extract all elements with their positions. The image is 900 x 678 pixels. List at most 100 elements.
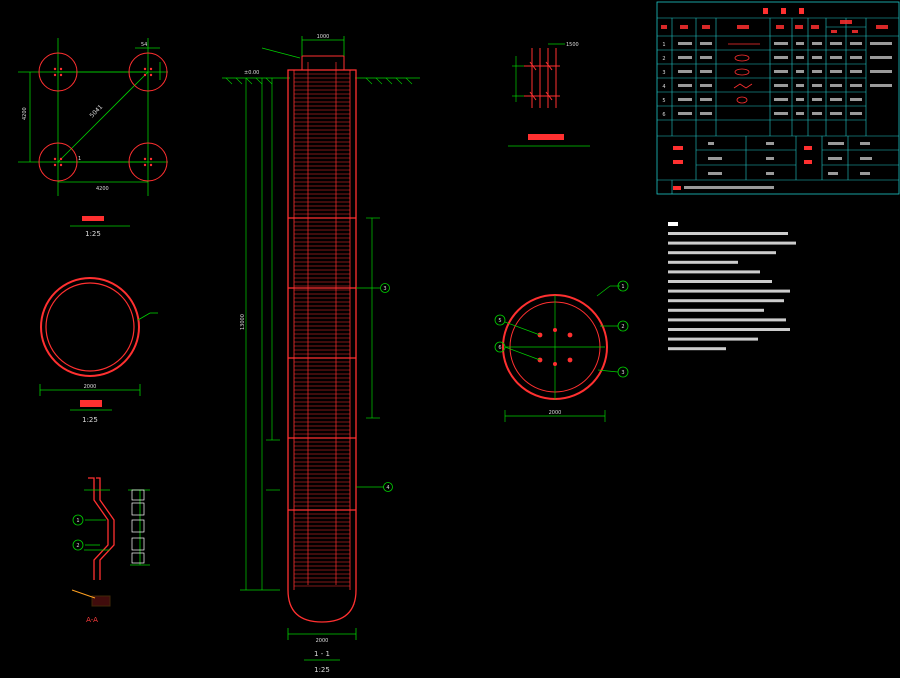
plan-scale: 1:25 [85, 230, 101, 238]
svg-text:1: 1 [621, 284, 624, 290]
ring-dim: 2000 [84, 384, 97, 390]
table-cell-text [700, 56, 712, 59]
note-line [668, 299, 784, 303]
svg-text:2: 2 [76, 543, 79, 549]
table-cell-text [700, 70, 712, 73]
table-cell-text [774, 42, 788, 45]
table-cell-text [830, 56, 842, 59]
pile-top-dim: 1000 [317, 34, 330, 40]
table-cell-text [860, 172, 870, 175]
pile-elevation: ±0.00 1000 13000 [222, 34, 420, 674]
table-cell-text [812, 98, 822, 101]
callout-elev-3 [380, 283, 390, 293]
dim-plan-height: 4200 [22, 107, 28, 120]
table-row-3: 3 [662, 70, 665, 76]
table-cell-text [678, 98, 692, 101]
table-cell-text [850, 56, 862, 59]
note-line [668, 328, 790, 331]
table-cell-text [830, 42, 842, 45]
note-line [668, 289, 790, 293]
section-aa-label: A-A [86, 616, 98, 624]
callout-sec-6 [494, 341, 506, 353]
note-line [668, 260, 738, 264]
callout-sec-5 [494, 314, 506, 326]
svg-text:5: 5 [498, 318, 501, 324]
section-aa: 1 2 A-A [71, 477, 150, 624]
table-cell-text [708, 157, 722, 160]
table-cell-text [812, 70, 822, 73]
table-cell-text [678, 112, 692, 115]
table-cell-text [766, 172, 774, 175]
table-cell-text [860, 157, 872, 160]
table-cell-text [678, 70, 692, 73]
table-cell-text [812, 84, 822, 87]
callout-aa-2 [72, 539, 84, 551]
note-line [668, 241, 796, 245]
note-line [668, 347, 726, 351]
svg-text:4: 4 [386, 485, 389, 491]
svg-text:3: 3 [383, 286, 386, 292]
table-cell-text [850, 42, 862, 45]
svg-text:1: 1 [76, 518, 79, 524]
section-1-1-scale: 1:25 [314, 666, 330, 674]
note-line [668, 318, 786, 322]
bolt-detail [91, 595, 111, 607]
circle-dim: 2000 [549, 410, 562, 416]
callout-sec-2 [617, 320, 629, 332]
table-cell-text [850, 98, 862, 101]
table-cell-text [700, 84, 712, 87]
table-cell-text [796, 70, 804, 73]
plan-title-text-block [82, 216, 104, 221]
table-cell-text [812, 56, 822, 59]
dim-one: 1 [78, 156, 81, 162]
connection-title-text-block [528, 134, 564, 140]
table-cell-text [774, 98, 788, 101]
table-cell-text [700, 42, 712, 45]
table-row-6: 6 [662, 112, 665, 118]
design-notes [668, 222, 796, 351]
table-cell-text [812, 112, 822, 115]
table-cell-text [812, 42, 822, 45]
callout-elev-4 [383, 482, 393, 492]
table-cell-text [828, 157, 842, 160]
table-cell-text [774, 56, 788, 59]
ring-scale: 1:25 [82, 416, 98, 424]
table-row-1: 1 [662, 42, 665, 48]
note-line [668, 270, 760, 274]
table-cell-text [870, 42, 892, 45]
table-cell-text [774, 70, 788, 73]
table-cell-text [766, 142, 774, 145]
table-cell-text [796, 56, 804, 59]
table-cell-text [766, 157, 774, 160]
table-cell-text [700, 98, 712, 101]
table-cell-text [870, 56, 892, 59]
dim-diagonal: 5041 [88, 104, 104, 120]
rebar-schedule-table: 1 2 3 4 5 6 [656, 1, 900, 195]
connection-detail: 1500 [508, 42, 590, 147]
pile-group-plan: 54 5041 1 4200 4200 1:25 [18, 38, 168, 238]
callout-aa-1 [72, 514, 84, 526]
table-cell-text [830, 70, 842, 73]
table-row-2: 2 [662, 56, 665, 62]
table-cell-text [678, 42, 692, 45]
table-cell-text [796, 42, 804, 45]
table-row-5: 5 [662, 98, 665, 104]
table-cell-text [870, 84, 892, 87]
note-line [668, 232, 788, 235]
callout-sec-1 [617, 280, 629, 292]
table-cell-text [830, 112, 842, 115]
table-cell-text [708, 172, 722, 175]
table-cell-text [870, 70, 892, 73]
ring-title-text-block [80, 400, 102, 407]
ring-section: 2000 1:25 [39, 277, 158, 424]
top-grade: ±0.00 [244, 70, 259, 76]
note-line [668, 308, 764, 312]
svg-text:2: 2 [621, 324, 624, 330]
table-cell-text [774, 112, 788, 115]
table-cell-text [828, 172, 838, 175]
cut-dim: 1500 [566, 42, 579, 48]
table-cell-text [830, 98, 842, 101]
table-cell-text [828, 142, 844, 145]
note-line [668, 337, 758, 341]
